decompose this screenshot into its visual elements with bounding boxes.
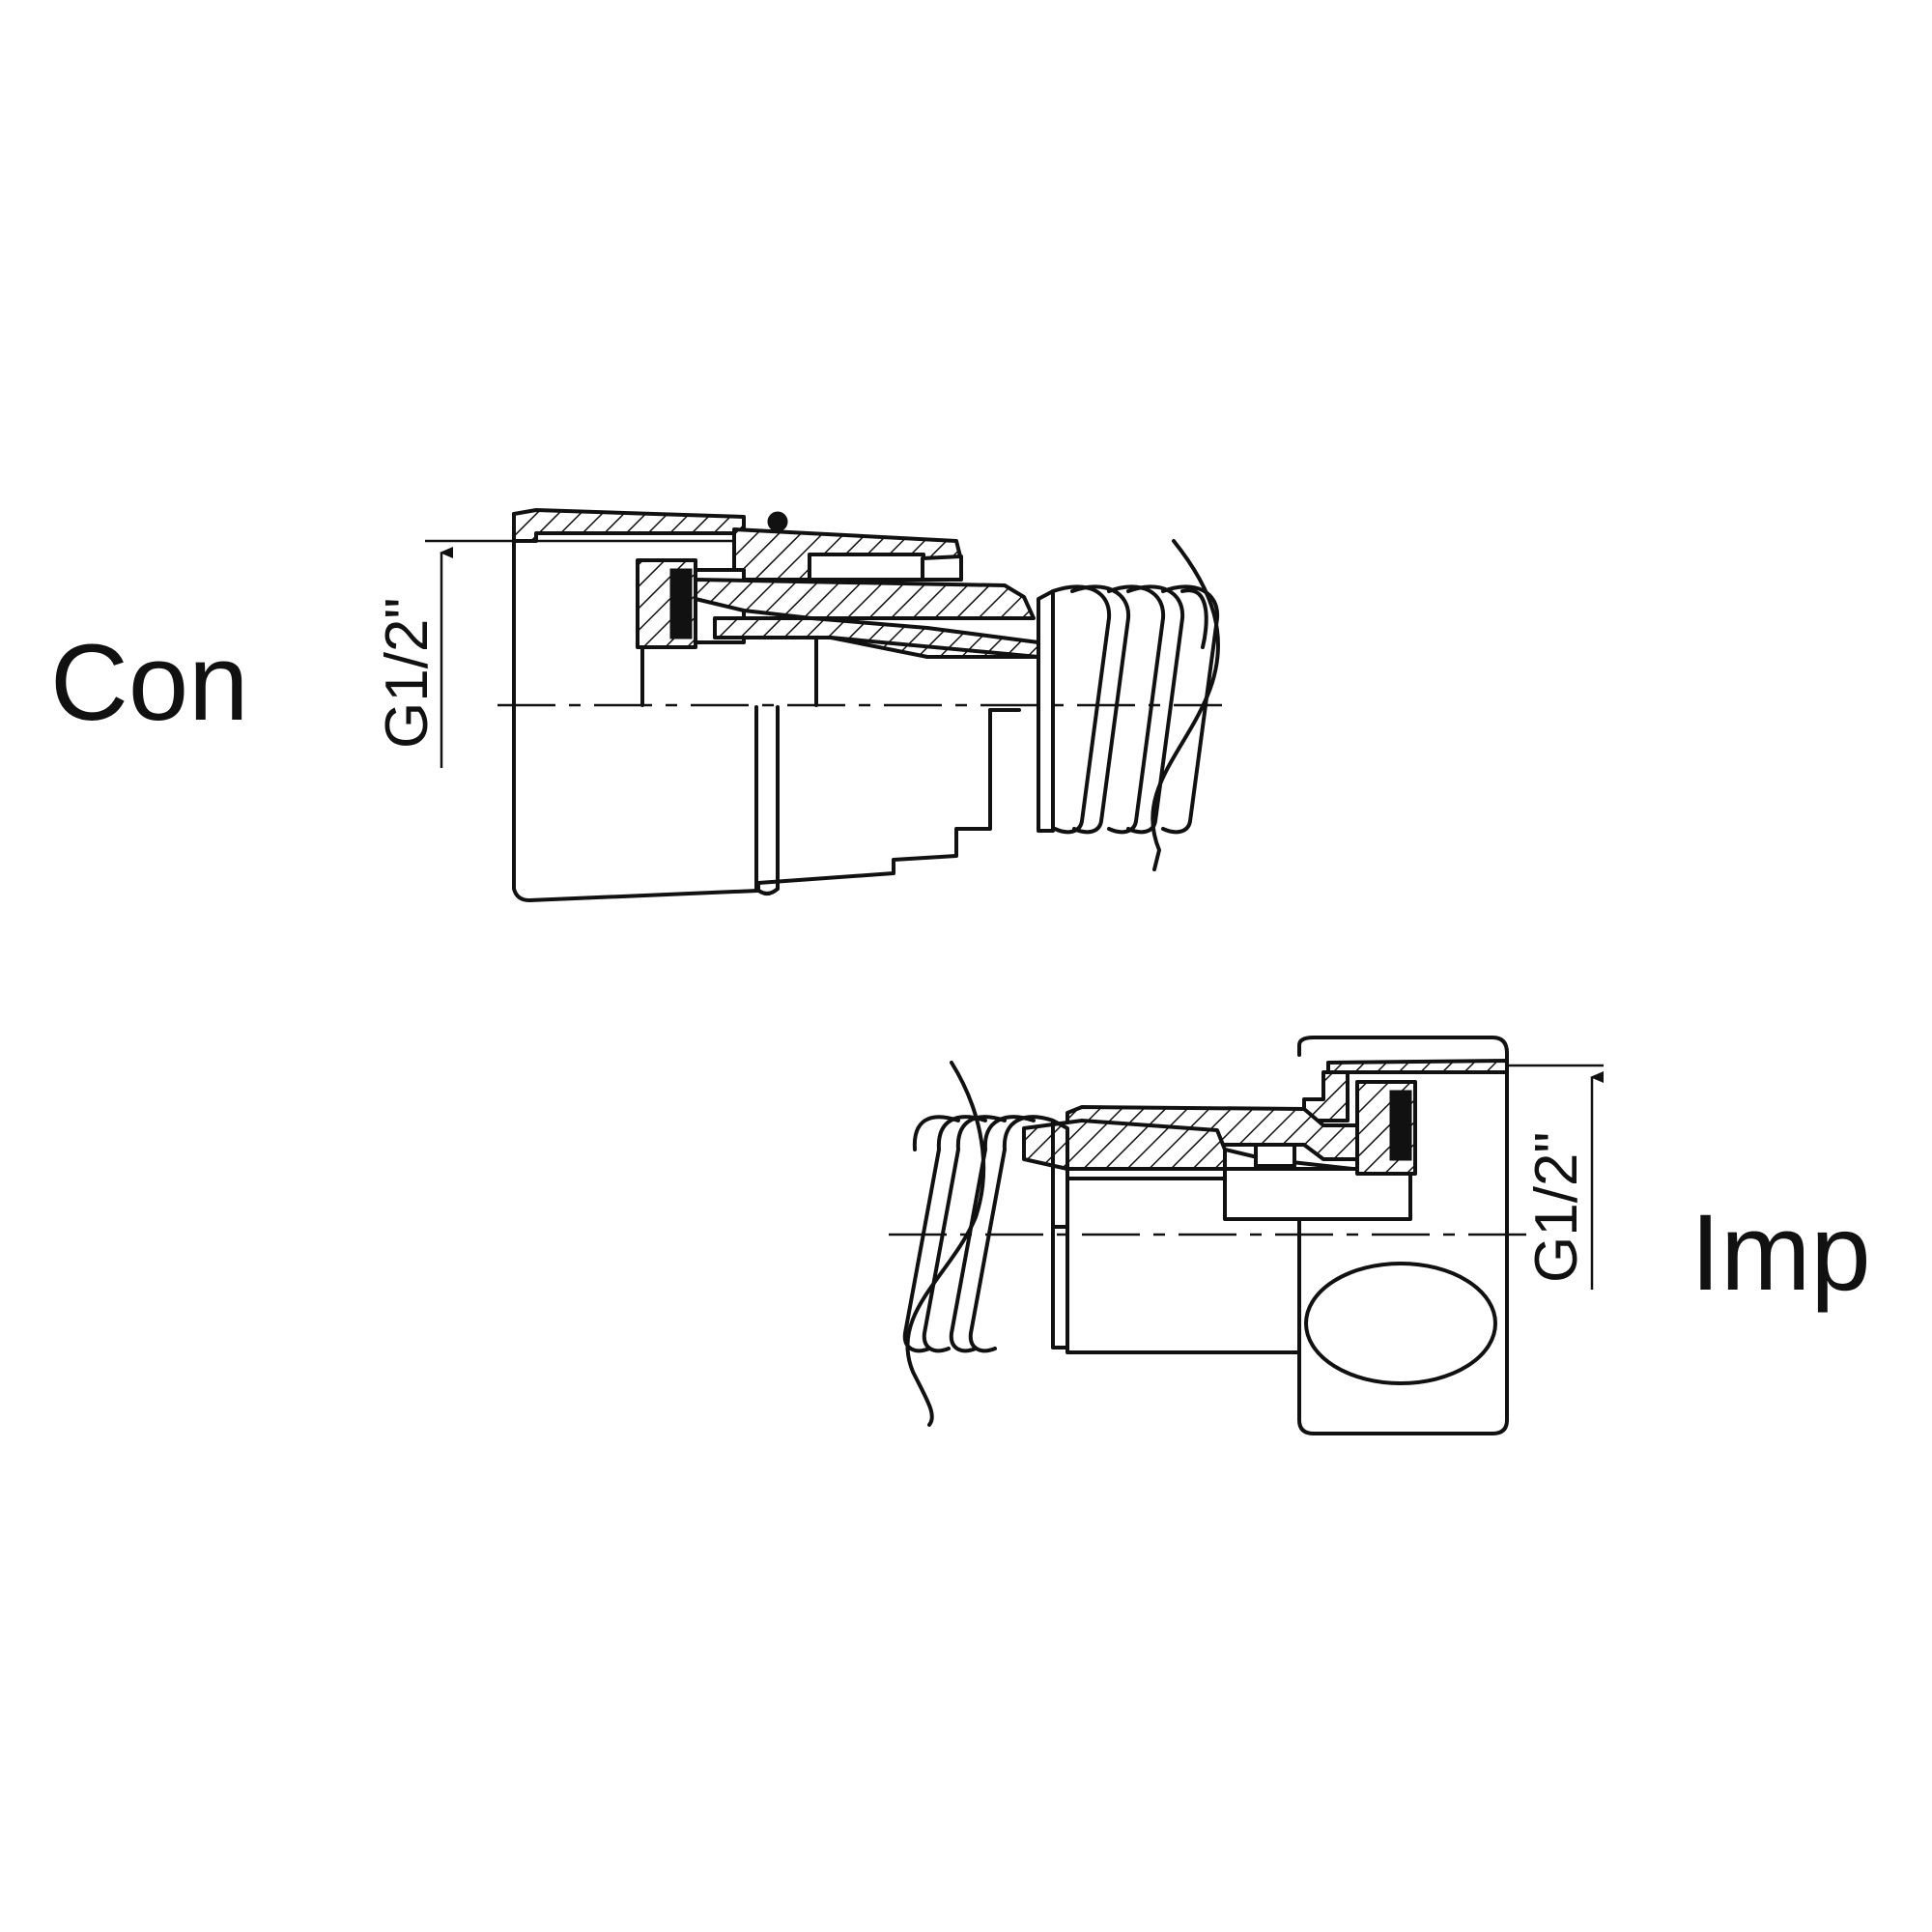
imp-nut-body <box>1297 1036 1509 1435</box>
con-dimension-label: G1/2" <box>374 598 440 749</box>
imp-dimension-arrow <box>1507 1064 1604 1290</box>
con-label: Con <box>50 622 248 743</box>
imp-corrugated-hose <box>902 1061 1069 1427</box>
imp-top-cap <box>1326 1059 1509 1074</box>
imp-label: Imp <box>1690 1192 1871 1313</box>
con-corrugated-hose <box>1037 539 1220 871</box>
con-top-cap <box>512 508 746 543</box>
con-set-screw <box>767 511 788 532</box>
con-fitting: Con G1/2" <box>50 508 1222 902</box>
imp-dimension-label: G1/2" <box>1523 1132 1590 1283</box>
con-pin <box>754 705 780 891</box>
imp-hex-flat <box>1304 1262 1497 1385</box>
imp-fitting: Imp G1/2" <box>889 1036 1871 1435</box>
imp-break-line <box>905 1061 986 1427</box>
con-sleeve <box>694 578 1036 620</box>
con-nut-body <box>512 512 992 902</box>
con-dimension-arrow <box>425 539 734 768</box>
con-break-line <box>1151 539 1220 871</box>
